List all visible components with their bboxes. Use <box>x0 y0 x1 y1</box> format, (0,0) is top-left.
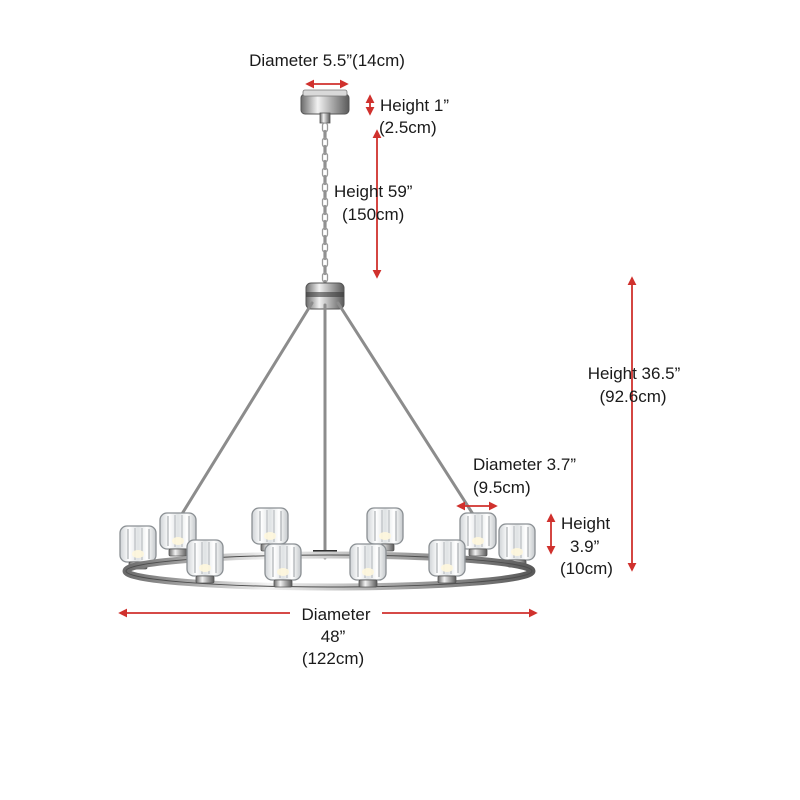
canopy-height-label-2: (2.5cm) <box>379 118 437 137</box>
ceiling-canopy <box>300 89 350 124</box>
shade-diameter-label-2: (9.5cm) <box>473 478 531 497</box>
chain-link <box>323 174 327 186</box>
ring-diameter-label-1: Diameter <box>302 605 371 624</box>
shade-height-label-3: (10cm) <box>560 559 613 578</box>
shade-diameter-label-1: Diameter 3.7” <box>473 455 576 474</box>
body-height-label-1: Height 36.5” <box>588 364 681 383</box>
dimension-arrows <box>118 79 637 618</box>
suspension-chain <box>321 122 329 291</box>
ring-diameter-label-2: 48” <box>321 627 346 646</box>
chain-link <box>323 129 327 141</box>
chain-link <box>323 144 327 156</box>
chain-link <box>323 204 327 216</box>
chain-height-label-2: (150cm) <box>342 205 404 224</box>
body-height-label-2: (92.6cm) <box>599 387 666 406</box>
support-rods <box>175 301 480 560</box>
chandelier-fixture <box>119 89 536 591</box>
canopy-height-label-1: Height 1” <box>380 96 449 115</box>
dimension-labels: Diameter 5.5”(14cm) Height 1” (2.5cm) He… <box>249 51 681 668</box>
chain-height-label-1: Height 59” <box>334 182 413 201</box>
chain-link <box>323 219 327 231</box>
shade-height-label-2: 3.9” <box>570 537 600 556</box>
chain-link <box>323 249 327 261</box>
canopy-diameter-label: Diameter 5.5”(14cm) <box>249 51 405 70</box>
shade-height-label-1: Height <box>561 514 610 533</box>
chain-link <box>323 264 327 276</box>
chain-link <box>323 189 327 201</box>
chain-link <box>323 234 327 246</box>
ring-diameter-label-3: (122cm) <box>302 649 364 668</box>
chain-link <box>323 159 327 171</box>
